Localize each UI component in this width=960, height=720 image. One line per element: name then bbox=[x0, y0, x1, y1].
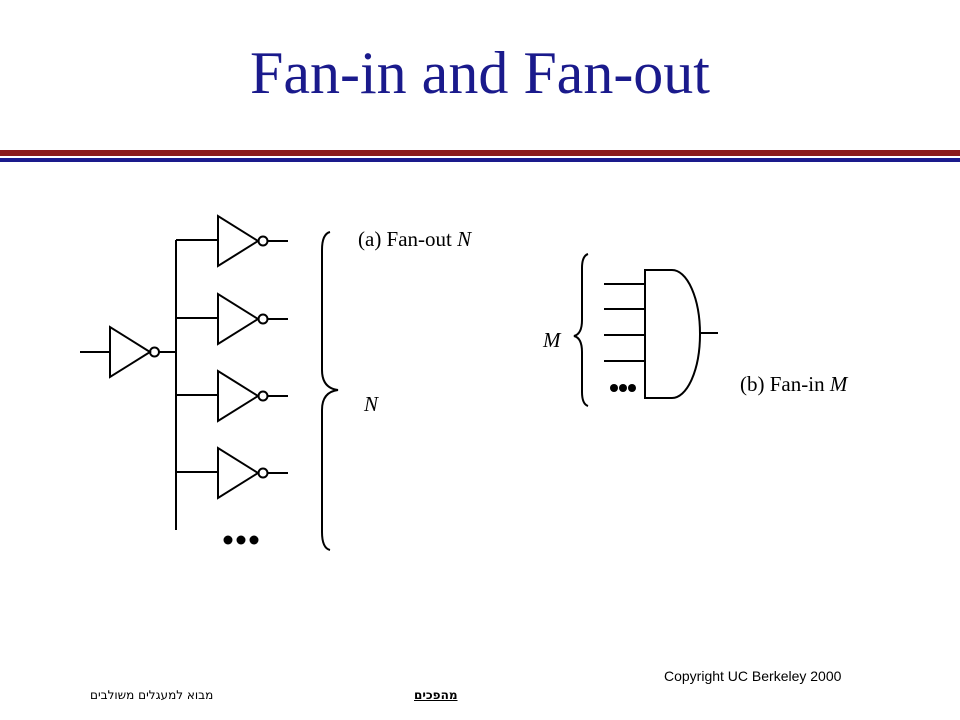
fanin-gate bbox=[644, 269, 701, 399]
fanout-label: (a) Fan-out N bbox=[358, 227, 472, 251]
load-inverter-2 bbox=[176, 292, 288, 346]
fanout-ellipsis-dots bbox=[223, 535, 259, 545]
load-inverter-1 bbox=[176, 214, 288, 268]
title-rule-navy bbox=[0, 158, 960, 162]
load-inverter-4 bbox=[176, 446, 288, 500]
fanin-circuit bbox=[573, 253, 718, 407]
title-rule-red bbox=[0, 150, 960, 156]
slide-title: Fan-in and Fan-out bbox=[250, 40, 710, 106]
load-inverter-3 bbox=[176, 369, 288, 423]
fanin-brace-label: M bbox=[542, 328, 562, 352]
copyright-text: Copyright UC Berkeley 2000 bbox=[664, 668, 842, 684]
fanout-brace bbox=[321, 231, 339, 551]
fanout-brace-label: N bbox=[363, 392, 379, 416]
fanin-label: (b) Fan-in M bbox=[740, 372, 849, 396]
footer-course-name: מבוא למעגלים משולבים bbox=[90, 688, 214, 702]
footer-topic: מהפכים bbox=[414, 688, 458, 702]
driver-inverter bbox=[109, 325, 152, 379]
fanin-brace bbox=[573, 253, 589, 407]
fanin-ellipsis-dots bbox=[610, 384, 636, 392]
fanout-circuit bbox=[80, 214, 339, 551]
